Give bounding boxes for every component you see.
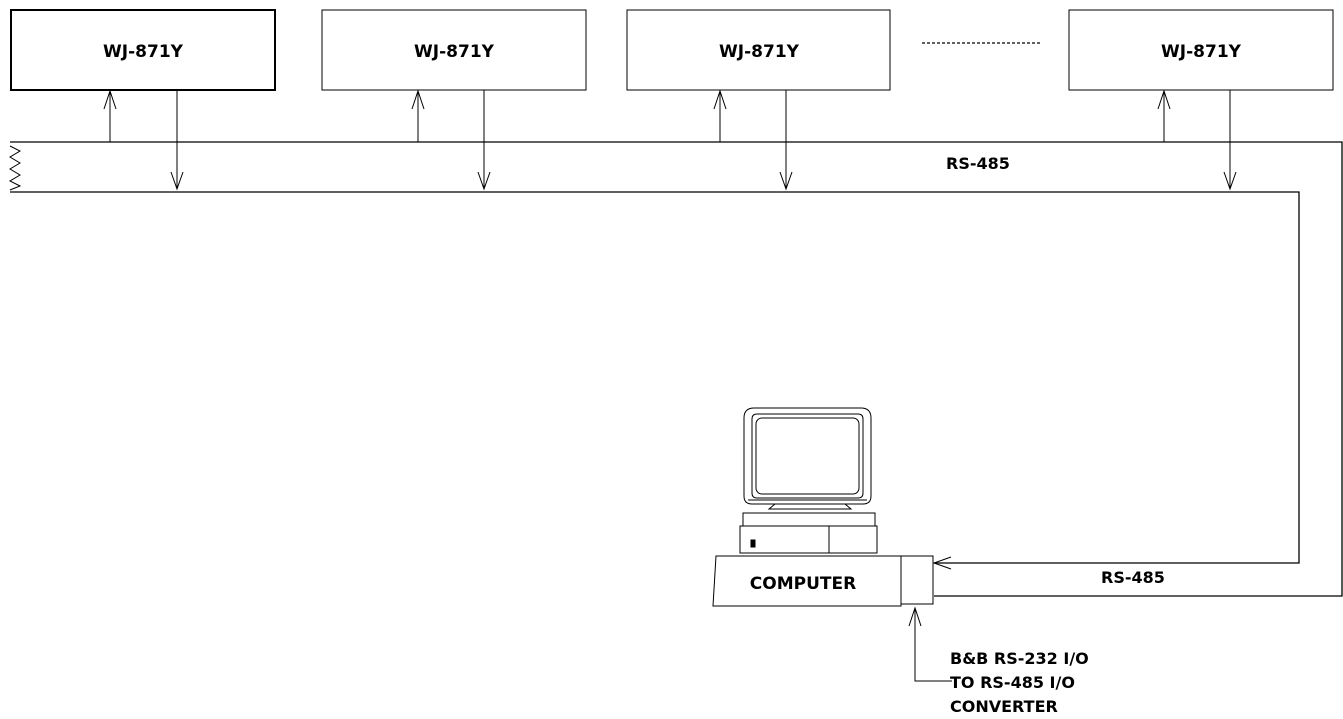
device-label: WJ-871Y [1161, 42, 1242, 62]
device-box: WJ-871Y [626, 9, 891, 91]
converter-callout-arrow [908, 606, 952, 682]
computer-icon [712, 407, 934, 607]
device-label: WJ-871Y [719, 42, 800, 62]
device-label: WJ-871Y [103, 42, 184, 62]
converter-note-line3: CONVERTER [950, 697, 1058, 716]
terminator-resistor-icon [8, 145, 22, 191]
converter-note-line2: TO RS-485 I/O [950, 673, 1075, 692]
device-label: WJ-871Y [414, 42, 495, 62]
device-box: WJ-871Y [10, 9, 276, 91]
device-to-bus-arrows [170, 90, 1237, 191]
bus-label-top: RS-485 [946, 154, 1010, 173]
device-box: WJ-871Y [321, 9, 587, 91]
bus-to-device-arrows [103, 89, 1171, 142]
computer-label: COMPUTER [750, 574, 856, 594]
bus-to-converter-arrow [932, 556, 952, 570]
converter-note-line1: B&B RS-232 I/O [950, 649, 1089, 668]
rs485-bus [8, 141, 1343, 597]
device-box: WJ-871Y [1068, 9, 1334, 91]
bus-label-bottom: RS-485 [1101, 568, 1165, 587]
